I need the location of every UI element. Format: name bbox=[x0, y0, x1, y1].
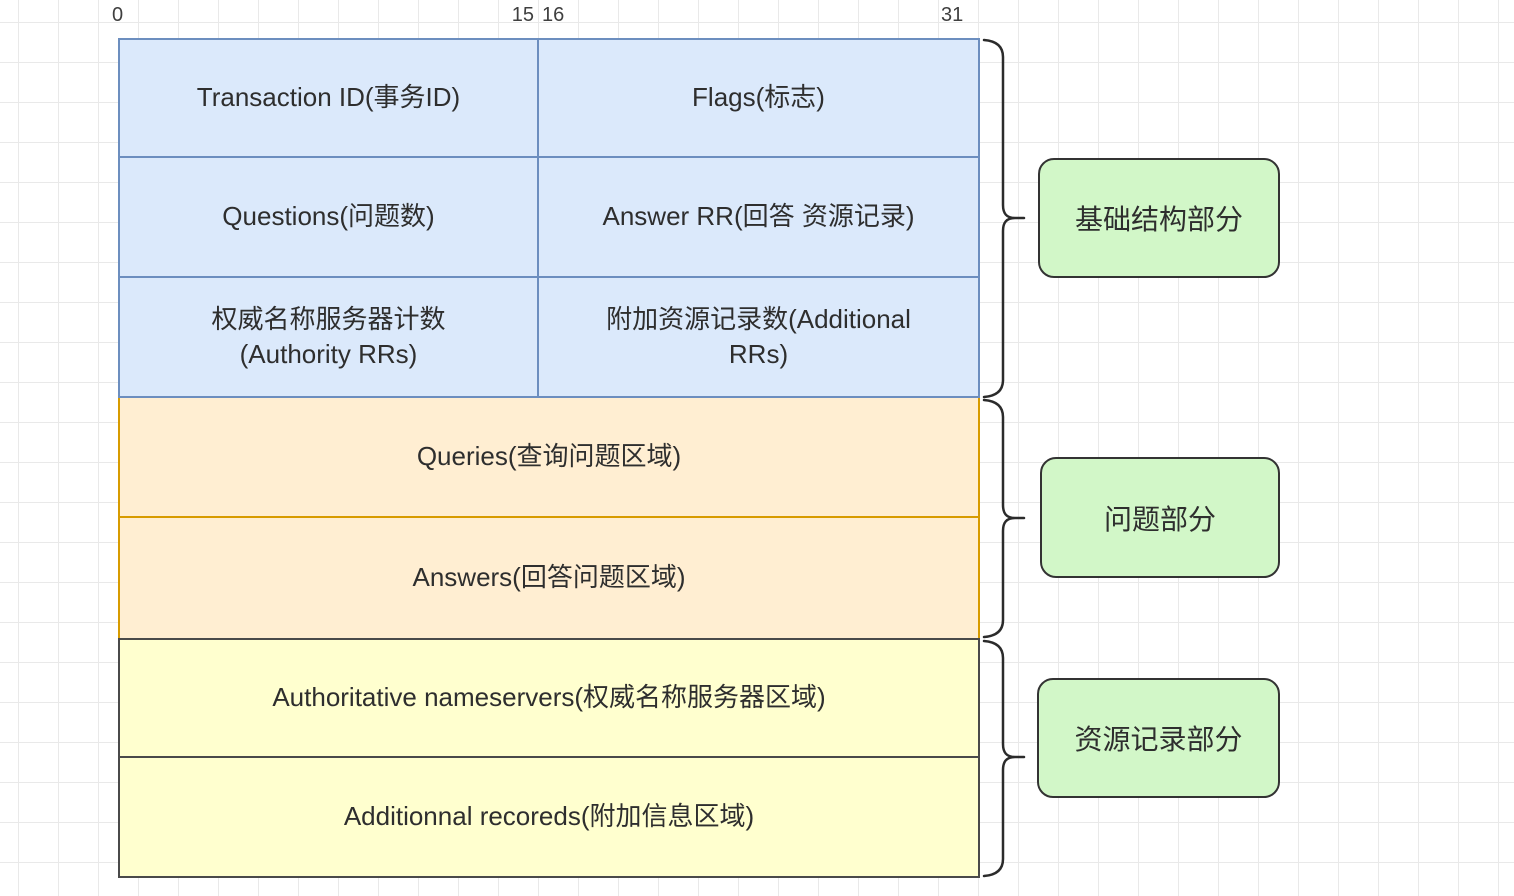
table-row-header1: Transaction ID(事务ID) Flags(标志) bbox=[118, 38, 980, 158]
cell-answers[interactable]: Answers(回答问题区域) bbox=[120, 518, 978, 638]
brace-resource-record-section bbox=[982, 639, 1026, 878]
section-label-question[interactable]: 问题部分 bbox=[1040, 457, 1280, 578]
cell-additional-records[interactable]: Additionnal recoreds(附加信息区域) bbox=[120, 758, 978, 876]
cell-transaction-id[interactable]: Transaction ID(事务ID) bbox=[120, 40, 539, 156]
section-label-question-text: 问题部分 bbox=[1103, 503, 1216, 535]
cell-additional-rrs-label: 附加资源记录数(Additional RRs) bbox=[606, 303, 911, 369]
cell-queries-label: Queries(查询问题区域) bbox=[416, 441, 682, 472]
cell-flags-label: Flags(标志) bbox=[692, 82, 825, 113]
cell-authoritative-nameservers-label: Authoritative nameservers(权威名称服务器区域) bbox=[272, 682, 826, 713]
cell-questions-label: Questions(问题数) bbox=[222, 201, 435, 232]
table-row-counts1: Questions(问题数) Answer RR(回答 资源记录) bbox=[118, 158, 980, 278]
cell-transaction-id-label: Transaction ID(事务ID) bbox=[196, 82, 461, 113]
bit-label-16: 16 bbox=[542, 4, 565, 26]
cell-authority-rrs[interactable]: 权威名称服务器计数 (Authority RRs) bbox=[120, 278, 539, 396]
bit-label-31: 31 bbox=[941, 4, 964, 26]
brace-question-section bbox=[982, 398, 1026, 639]
cell-authoritative-nameservers[interactable]: Authoritative nameservers(权威名称服务器区域) bbox=[120, 640, 978, 756]
cell-additional-rrs[interactable]: 附加资源记录数(Additional RRs) bbox=[539, 278, 978, 396]
cell-answers-label: Answers(回答问题区域) bbox=[412, 562, 686, 593]
cell-questions[interactable]: Questions(问题数) bbox=[120, 158, 539, 276]
section-label-resource-record[interactable]: 资源记录部分 bbox=[1037, 678, 1280, 798]
section-label-basic-structure[interactable]: 基础结构部分 bbox=[1038, 158, 1280, 278]
table-row-answers: Answers(回答问题区域) bbox=[118, 518, 980, 638]
dns-message-structure-table: Transaction ID(事务ID) Flags(标志) Questions… bbox=[118, 38, 980, 878]
bit-label-0: 0 bbox=[112, 4, 124, 26]
section-label-basic-structure-text: 基础结构部分 bbox=[1074, 204, 1243, 235]
cell-answer-rr[interactable]: Answer RR(回答 资源记录) bbox=[539, 158, 978, 276]
cell-authority-rrs-label: 权威名称服务器计数 (Authority RRs) bbox=[211, 303, 446, 369]
brace-basic-structure bbox=[982, 38, 1026, 399]
cell-flags[interactable]: Flags(标志) bbox=[539, 40, 978, 156]
cell-additional-records-label: Additionnal recoreds(附加信息区域) bbox=[343, 801, 755, 832]
table-row-additional-records: Additionnal recoreds(附加信息区域) bbox=[118, 758, 980, 878]
cell-answer-rr-label: Answer RR(回答 资源记录) bbox=[602, 201, 915, 232]
section-label-resource-record-text: 资源记录部分 bbox=[1074, 724, 1243, 755]
bit-label-15: 15 bbox=[511, 4, 534, 26]
table-row-authoritative-ns: Authoritative nameservers(权威名称服务器区域) bbox=[118, 638, 980, 758]
table-row-counts2: 权威名称服务器计数 (Authority RRs) 附加资源记录数(Additi… bbox=[118, 278, 980, 398]
cell-queries[interactable]: Queries(查询问题区域) bbox=[120, 398, 978, 516]
table-row-queries: Queries(查询问题区域) bbox=[118, 398, 980, 518]
